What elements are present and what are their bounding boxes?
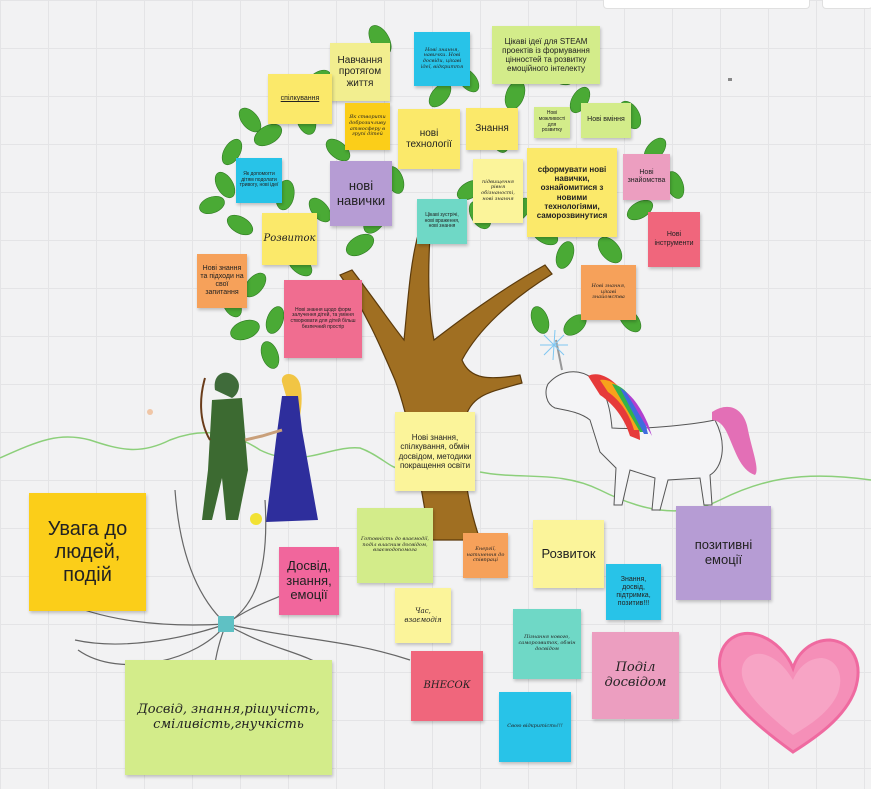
- note-text: Нові знання, цікаві знайомства: [591, 282, 626, 301]
- note-text: сформувати нові навички, ознайомитися з …: [536, 164, 608, 220]
- note-text: Цікаві ідеї для STEAM проектів із формув…: [502, 36, 590, 74]
- sticky-note[interactable]: підвищення рівня обізнаності, нові знанн…: [473, 159, 523, 223]
- heart-drawing: [717, 632, 860, 754]
- sticky-note[interactable]: Досвід, знання, емоції: [279, 547, 339, 615]
- top-toolbar[interactable]: [603, 0, 810, 9]
- connector-node: [218, 616, 234, 632]
- sticky-note[interactable]: позитивні емоції: [676, 506, 771, 600]
- sticky-note[interactable]: Розвиток: [533, 520, 604, 588]
- sticky-note[interactable]: Нові знайомства: [623, 154, 670, 200]
- note-text: Поділ досвідом: [604, 659, 667, 690]
- sticky-note[interactable]: нові технології: [398, 109, 460, 169]
- sticky-note[interactable]: сформувати нові навички, ознайомитися з …: [527, 148, 617, 237]
- sticky-note[interactable]: Енергії, натхнення до співпраці: [463, 533, 508, 578]
- sticky-note[interactable]: Пізнання нового, саморозвиток, обмін дос…: [513, 609, 581, 679]
- note-text: Знання, досвід, підтримка, позитив!!!: [616, 575, 651, 608]
- note-text: Нові знання та підходи на свої запитання: [200, 264, 244, 297]
- note-text: Нові інструменти: [654, 231, 694, 247]
- sticky-note[interactable]: Свою відкритість!!!: [499, 692, 571, 762]
- note-text: Свою відкритість!!!: [507, 723, 563, 730]
- note-text: Готовність до взаємодії, поділ власним д…: [360, 535, 430, 554]
- note-text: Енергії, натхнення до співпраці: [466, 545, 505, 564]
- note-text: Нові знайомства: [627, 168, 666, 184]
- sticky-note[interactable]: нові навички: [330, 161, 392, 226]
- tree-trunk: [339, 234, 553, 541]
- sticky-note[interactable]: Нові знання, спілкування, обмін досвідом…: [395, 412, 475, 491]
- sticky-note[interactable]: Увага до людей, подій: [29, 493, 146, 611]
- sticky-note[interactable]: Цікаві ідеї для STEAM проектів із формув…: [492, 26, 600, 84]
- sticky-note[interactable]: Готовність до взаємодії, поділ власним д…: [357, 508, 433, 583]
- sticky-note[interactable]: спілкування: [268, 74, 332, 124]
- note-text: Знання: [475, 123, 509, 135]
- sticky-note[interactable]: Як допомогти дітям подолати тривогу, нов…: [236, 158, 282, 203]
- note-text: Нові знання щодо форм залучення дітей, т…: [290, 306, 356, 330]
- sticky-note[interactable]: Як створити доброзичливу атмосферу в гру…: [345, 103, 390, 150]
- sticky-note[interactable]: Нові знання, навички. Нові досвіди, ціка…: [414, 32, 470, 86]
- note-text: спілкування: [280, 94, 320, 102]
- sticky-note[interactable]: Нові можливості для розвитку: [534, 107, 570, 138]
- note-text: ВНЕСОК: [423, 680, 471, 692]
- note-text: Розвиток: [263, 233, 316, 245]
- sticky-note[interactable]: Знання: [466, 108, 518, 150]
- sticky-note[interactable]: Нові вміння: [581, 103, 631, 138]
- sticky-note[interactable]: Час, взаємодія: [395, 588, 451, 643]
- note-text: Як допомогти дітям подолати тривогу, нов…: [239, 170, 279, 189]
- sticky-note[interactable]: Поділ досвідом: [592, 632, 679, 719]
- unicorn-illustration: [540, 329, 757, 511]
- note-text: Розвиток: [541, 545, 596, 561]
- sticky-note[interactable]: Досвід, знання,рішучість, сміливість,гну…: [125, 660, 332, 775]
- sticky-note[interactable]: Навчання протягом життя: [330, 43, 390, 101]
- note-text: позитивні емоції: [694, 537, 753, 567]
- note-text: Нові знання, спілкування, обмін досвідом…: [398, 433, 472, 470]
- note-text: нові технології: [406, 127, 452, 151]
- sticky-note[interactable]: ВНЕСОК: [411, 651, 483, 721]
- note-text: Навчання протягом життя: [337, 54, 383, 89]
- note-text: Пізнання нового, саморозвиток, обмін дос…: [518, 634, 576, 652]
- note-text: Нові можливості для розвитку: [538, 110, 566, 134]
- board-marker: [728, 78, 732, 81]
- sticky-note[interactable]: Знання, досвід, підтримка, позитив!!!: [606, 564, 661, 620]
- note-text: Нові знання, навички. Нові досвіди, ціка…: [420, 46, 464, 70]
- note-text: Цікаві зустрічі, нові враження, нові зна…: [424, 211, 460, 230]
- sticky-note[interactable]: Нові знання, цікаві знайомства: [581, 265, 636, 320]
- note-text: Досвід, знання,рішучість, сміливість,гну…: [137, 701, 320, 732]
- note-text: Як створити доброзичливу атмосферу в гру…: [349, 114, 386, 138]
- sticky-note[interactable]: Розвиток: [262, 213, 317, 265]
- note-text: Увага до людей, подій: [47, 517, 128, 586]
- sticky-note[interactable]: Цікаві зустрічі, нові враження, нові зна…: [417, 199, 467, 244]
- sticky-note[interactable]: Нові знання та підходи на свої запитання: [197, 254, 247, 308]
- sticky-note[interactable]: Нові знання щодо форм залучення дітей, т…: [284, 280, 362, 358]
- note-text: Досвід, знання, емоції: [286, 557, 332, 603]
- couple-illustration: [200, 372, 318, 525]
- note-text: нові навички: [336, 177, 386, 208]
- note-text: підвищення рівня обізнаності, нові знанн…: [481, 178, 515, 202]
- sticky-note[interactable]: Нові інструменти: [648, 212, 700, 267]
- top-toolbar-button[interactable]: [822, 0, 871, 9]
- note-text: Нові вміння: [587, 116, 625, 124]
- note-text: Час, взаємодія: [404, 607, 442, 624]
